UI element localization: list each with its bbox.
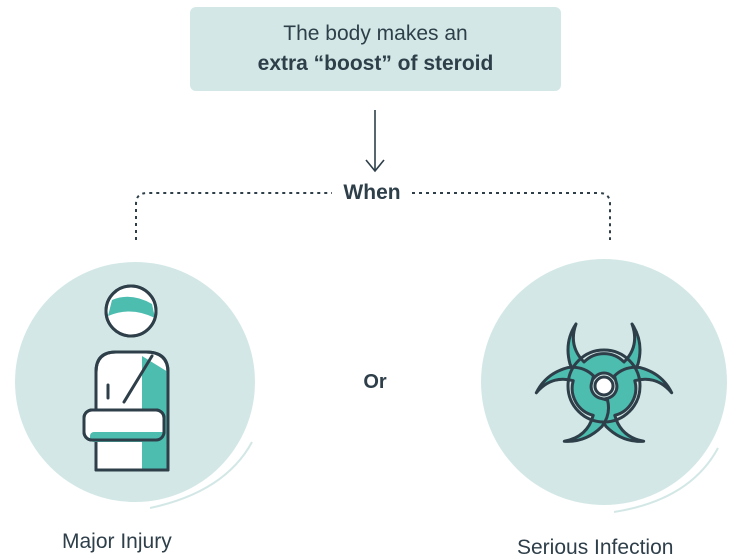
steroid-boost-box: The body makes an extra “boost” of stero… [190,7,561,91]
down-arrow [365,110,385,173]
box-text-line-2: extra “boost” of steroid [257,52,494,75]
biohazard-icon [534,322,674,443]
serious-infection-label: Serious Infection [517,536,674,559]
when-label: When [332,178,412,208]
injured-person-icon [82,284,170,472]
major-injury-label: Major Injury [62,530,172,553]
box-text-line-1: The body makes an [283,22,468,45]
dotted-bracket [135,192,611,240]
or-label: Or [363,371,387,393]
